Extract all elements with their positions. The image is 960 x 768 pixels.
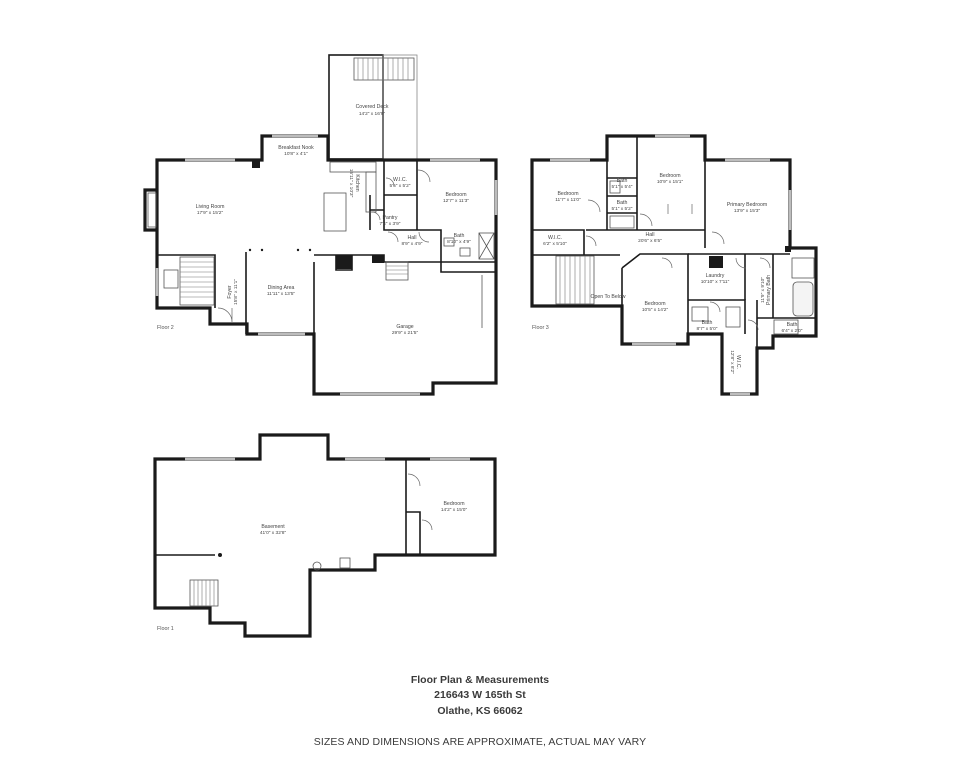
room-dims: 6'4" x 2'0": [782, 328, 803, 334]
room-name: Open To Below: [590, 294, 625, 300]
room-name: Primary Bedroom: [727, 202, 767, 208]
room-dims: 11'11" x 13'5": [267, 291, 296, 297]
room-dims: 5'5" x 5'2": [390, 183, 411, 189]
room-name: Bedroom: [445, 192, 466, 198]
floor-3-plan: [530, 134, 818, 396]
room-dims: 11'9" x 9'10": [760, 277, 766, 303]
room-dims: 11'7" x 11'0": [555, 197, 581, 203]
room-dims: 12'8" x 8'2": [729, 350, 735, 374]
room-name: Bath: [617, 200, 628, 206]
room-dims: 20'6" x 6'5": [638, 238, 662, 244]
room-dims: 5'1" x 5'2": [612, 206, 633, 212]
floor-1-stairs: [189, 579, 219, 607]
room-name: Bath: [454, 233, 465, 239]
room-name: W.I.C.: [735, 355, 741, 369]
room-name: Breakfast Nook: [278, 145, 314, 151]
floor-1-outer-wall: [153, 433, 497, 638]
room-name: Garage: [396, 324, 413, 330]
room-name: Hall: [646, 232, 655, 238]
room-name: Bedroom: [557, 191, 578, 197]
room-name: Bath: [617, 178, 628, 184]
room-name: Kitchen: [354, 174, 360, 191]
room-name: Bath: [787, 322, 798, 328]
room-dims: 41'0" x 32'8": [260, 530, 287, 536]
room-dims: 8'9" x 4'9": [402, 241, 423, 247]
tub-f2: [478, 232, 495, 260]
floor-3-stairs: [555, 255, 595, 305]
room-dims: 10'9" x 15'1": [657, 179, 684, 185]
room-name: Foyer: [227, 285, 233, 299]
room-dims: 6'2" x 5'10": [543, 241, 567, 247]
room-dims: 8'7" x 5'0": [697, 326, 718, 332]
room-name: Hall: [408, 235, 417, 241]
floor-2-stairs: [163, 256, 215, 306]
room-dims: 10'5" x 14'2": [642, 307, 669, 313]
floor-2-outer-wall: [155, 134, 498, 396]
room-dims: 8'10" x 4'9": [447, 239, 471, 245]
room-name: Basement: [261, 524, 285, 530]
room-dims: 15'8" x 11'1": [233, 279, 239, 305]
room-dims: 13'9" x 15'3": [734, 208, 761, 214]
room-name: Pantry: [383, 215, 398, 221]
room-name: Bedroom: [659, 173, 680, 179]
room-name: Laundry: [706, 273, 725, 279]
room-name: W.I.C.: [548, 235, 562, 241]
room-name: Bath: [702, 320, 713, 326]
floor-label: Floor 2: [157, 325, 174, 331]
caption-city: Olathe, KS 66062: [437, 705, 523, 717]
room-dims: 5'1" x 5'4": [612, 184, 633, 190]
room-dims: 10'8" x 4'1": [284, 151, 308, 157]
caption-title: Floor Plan & Measurements: [410, 674, 550, 686]
stair-wall: [157, 254, 216, 308]
room-name: Bedroom: [443, 501, 464, 507]
room-dims: 15'11" x 10'3": [348, 169, 354, 198]
floor-2-plan: [143, 54, 498, 396]
floor-label: Floor 1: [157, 626, 174, 632]
room-dims: 10'10" x 7'11": [701, 279, 730, 285]
room-name: W.I.C.: [393, 177, 407, 183]
room-name: Primary Bath: [766, 275, 772, 305]
room-dims: 29'9" x 21'5": [392, 330, 419, 336]
room-dims: 14'2" x 16'9": [359, 111, 386, 117]
room-labels: Covered Deck 14'2" x 16'9" Breakfast Noo…: [157, 104, 803, 632]
room-name: Bedroom: [644, 301, 665, 307]
primary-tub: [792, 281, 814, 317]
room-name: Dining Area: [268, 285, 295, 291]
room-name: Covered Deck: [356, 104, 389, 110]
deck-stairs: [353, 57, 415, 81]
floor-1-plan: [153, 433, 497, 638]
room-dims: 14'2" x 15'0": [441, 507, 468, 513]
kitchen-island: [323, 192, 347, 232]
caption-disclaimer: SIZES AND DIMENSIONS ARE APPROXIMATE, AC…: [313, 736, 647, 748]
floor-label: Floor 3: [532, 325, 549, 331]
room-name: Living Room: [196, 204, 225, 210]
room-dims: 12'7" x 11'3": [443, 198, 469, 204]
room-dims: 17'9" x 15'2": [197, 210, 224, 216]
caption-address: 216643 W 165th St: [434, 689, 526, 701]
fireplace: [143, 188, 157, 232]
room-dims: 7'4" x 3'9": [380, 221, 401, 227]
